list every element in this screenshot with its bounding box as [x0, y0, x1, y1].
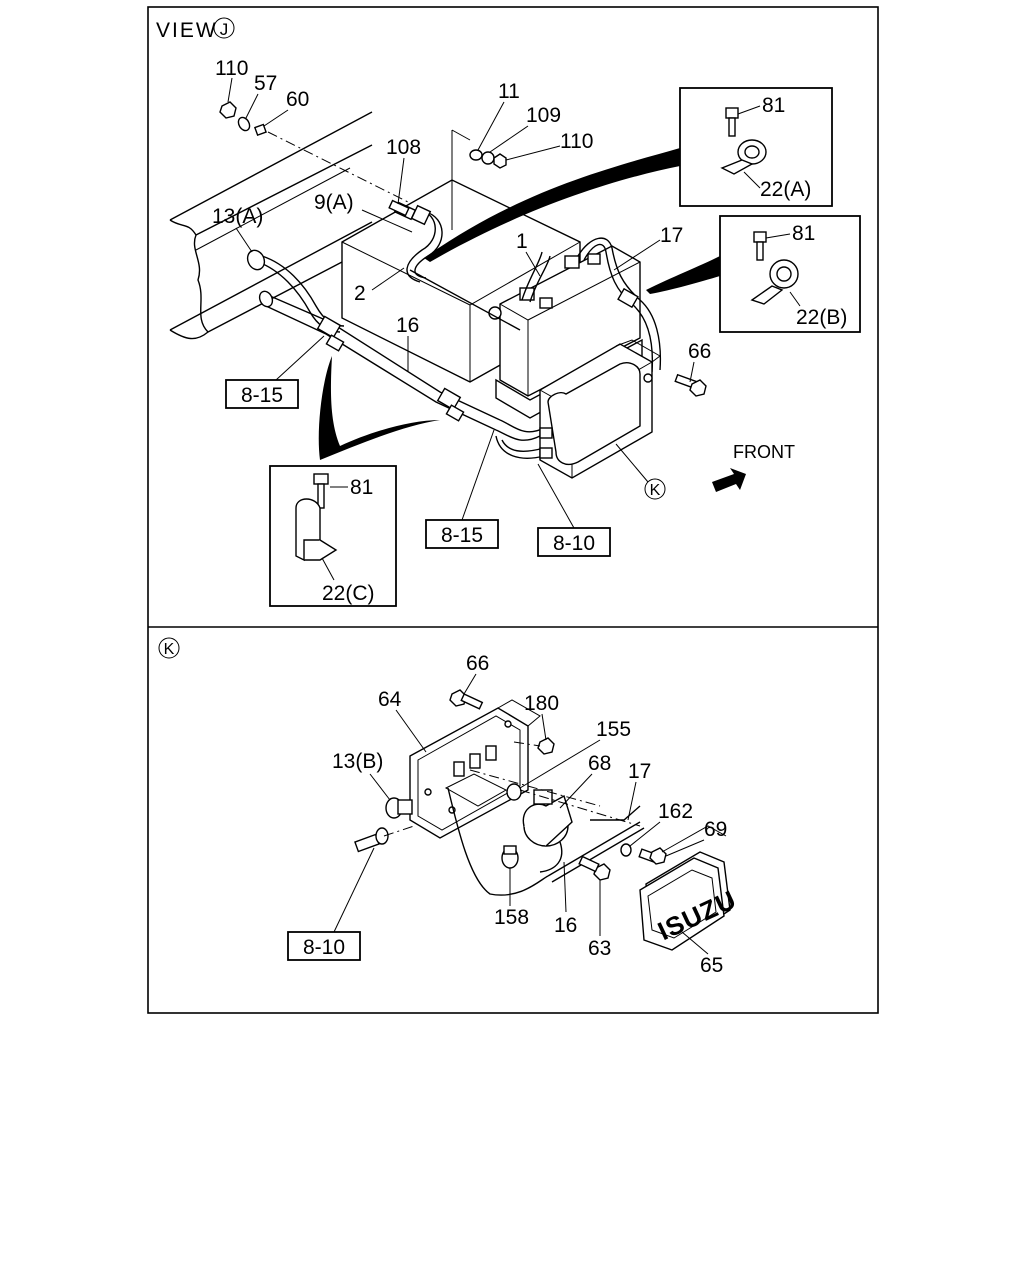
nut-washer-group-battery: [469, 149, 507, 169]
inset-a-bolt-label: 81: [762, 94, 785, 117]
label-69: 69: [704, 818, 727, 841]
washer-162: [620, 843, 632, 857]
inset-c: [269, 465, 397, 607]
inset-c-bolt-label: 81: [350, 476, 373, 499]
bolt-66: [674, 373, 707, 397]
label-162: 162: [658, 800, 693, 823]
cover-gasket: [661, 825, 727, 853]
label-66-view-j: 66: [688, 340, 711, 363]
base-plate-64: [409, 699, 541, 839]
label-65: 65: [700, 954, 723, 977]
hold-down-bar: [409, 269, 521, 331]
label-180: 180: [524, 692, 559, 715]
label-57: 57: [254, 72, 277, 95]
svg-text:8-15: 8-15: [241, 384, 283, 407]
clip-22a: [720, 107, 767, 175]
ref-box-8-10-view-j: 8-10: [537, 527, 611, 557]
front-arrow-icon: [712, 468, 746, 492]
label-109: 109: [526, 104, 561, 127]
bolt-66-k: [449, 689, 484, 710]
bolt-axis-line: [267, 131, 421, 209]
nut-washer-bolt-group: [219, 101, 267, 137]
svg-text:8-10: 8-10: [553, 532, 595, 555]
inset-a-clip-label: 22(A): [760, 178, 811, 201]
ref-box-8-15-bottom: 8-15: [425, 519, 499, 549]
clip-22b: [750, 231, 799, 305]
bolt-63: [578, 855, 611, 881]
cover-65: ISUZU: [639, 851, 741, 951]
circled-letter-icon: J: [213, 17, 235, 39]
label-1: 1: [516, 230, 528, 253]
inset-b-clip-label: 22(B): [796, 306, 847, 329]
ref-box-8-15-left: 8-15: [225, 379, 299, 409]
inset-wedge-a: [424, 148, 680, 262]
svg-text:J: J: [220, 20, 229, 39]
svg-text:K: K: [650, 482, 661, 499]
bolt-69: [638, 847, 667, 865]
label-66-view-k: 66: [466, 652, 489, 675]
circled-letter-icon: K: [158, 637, 180, 659]
label-9a: 9(A): [314, 191, 354, 214]
label-63: 63: [588, 937, 611, 960]
ref-box-8-10-view-k: 8-10: [287, 931, 361, 961]
label-17: 17: [660, 224, 683, 247]
battery-assembly: [341, 129, 643, 419]
clip-22c: [295, 473, 338, 562]
label-11: 11: [498, 80, 520, 103]
nut-180: [537, 737, 555, 755]
label-17-view-k: 17: [628, 760, 651, 783]
rod-17: [547, 821, 641, 877]
svg-text:K: K: [164, 641, 175, 658]
label-16: 16: [396, 314, 419, 337]
label-108: 108: [386, 136, 421, 159]
view-title: VIEW: [156, 19, 218, 42]
svg-text:8-10: 8-10: [303, 936, 345, 959]
harness-clips: [316, 287, 639, 422]
label-13b: 13(B): [332, 750, 383, 773]
inset-wedge-b: [646, 256, 720, 294]
inset-b-bolt-label: 81: [792, 222, 815, 245]
relay-68: [522, 789, 573, 873]
control-module: [539, 339, 661, 479]
connector-bolt: [354, 827, 389, 853]
outer-frame: [147, 6, 879, 1014]
connector-158: [501, 845, 519, 869]
label-110-top: 110: [215, 57, 248, 80]
label-60: 60: [286, 88, 309, 111]
nut-155: [506, 783, 522, 801]
frame-rail: [169, 111, 373, 340]
inset-c-clip-label: 22(C): [322, 582, 375, 605]
svg-text:8-15: 8-15: [441, 524, 483, 547]
label-158: 158: [494, 906, 529, 929]
bolt-108: [388, 199, 410, 217]
label-13a: 13(A): [212, 205, 263, 228]
label-68: 68: [588, 752, 611, 775]
callout-k-view-j: K: [644, 478, 666, 500]
front-label: FRONT: [733, 442, 795, 462]
fitting-13b: [385, 797, 413, 819]
label-2: 2: [354, 282, 366, 305]
label-16-view-k: 16: [554, 914, 577, 937]
inset-wedge-c: [318, 356, 440, 460]
harness-loop: [447, 787, 549, 896]
label-155: 155: [596, 718, 631, 741]
label-64: 64: [378, 688, 402, 711]
label-110-battery: 110: [560, 130, 593, 153]
